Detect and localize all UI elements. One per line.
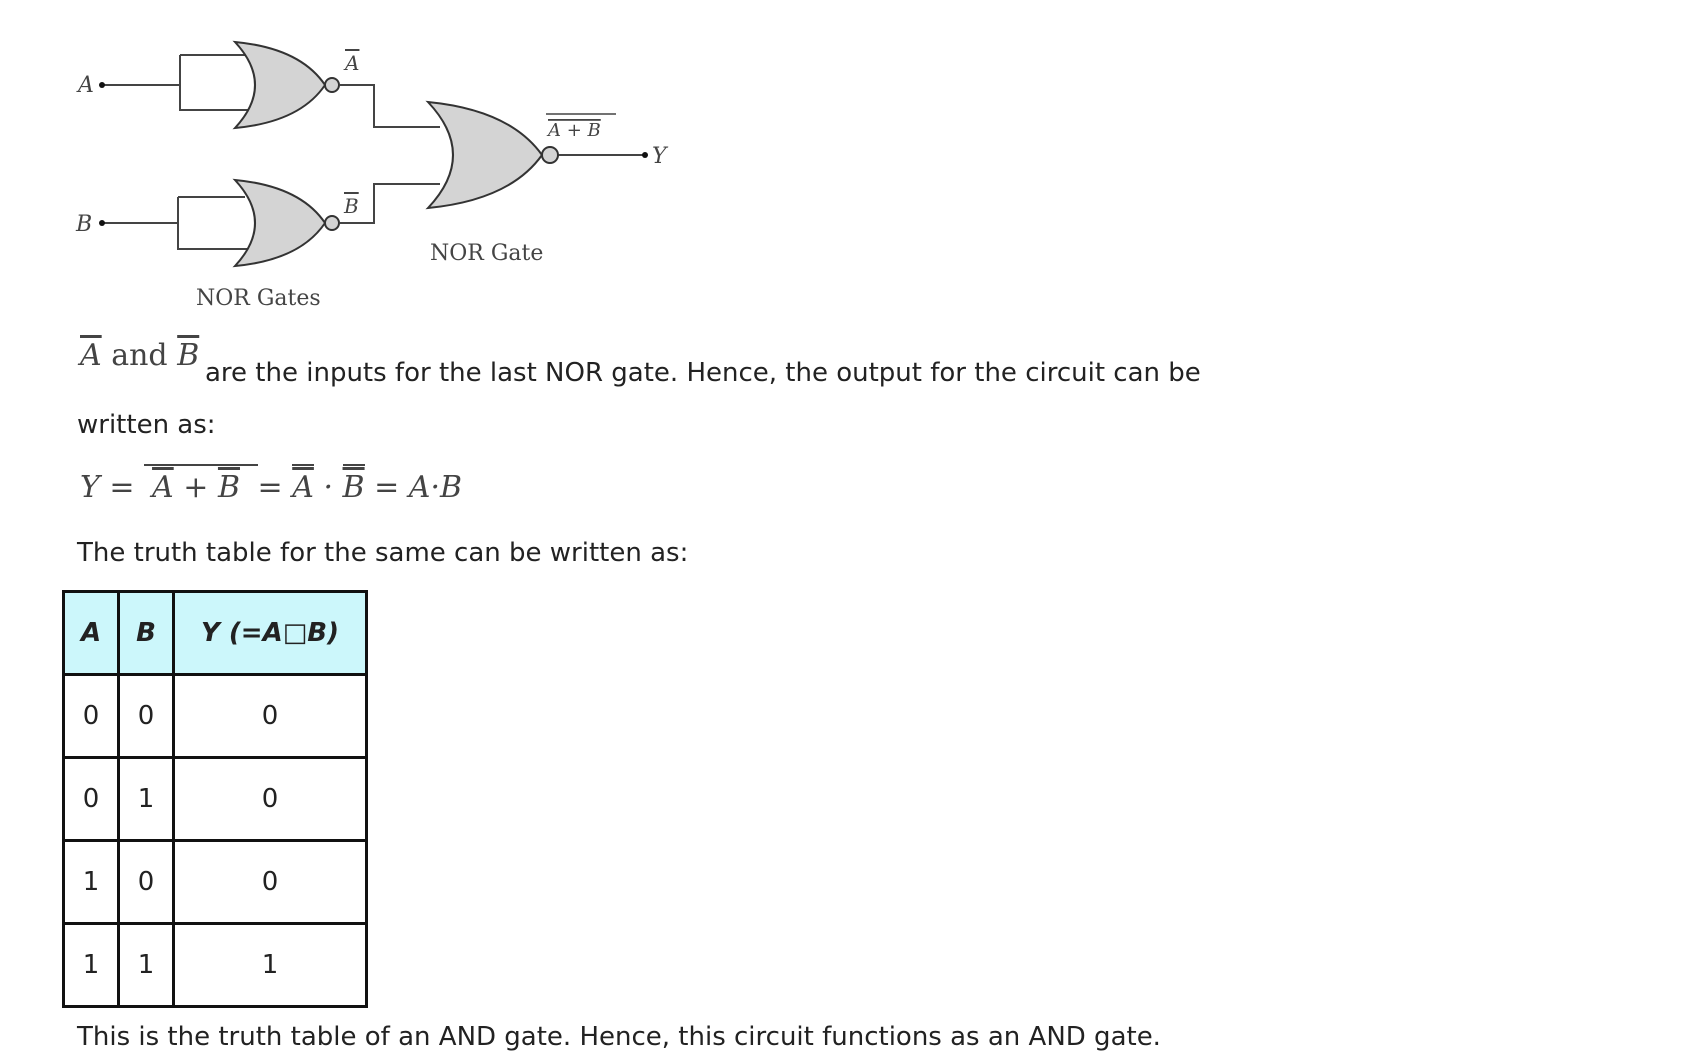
equation: Y = A + B = A · B = A·B bbox=[80, 464, 463, 505]
eq-b-bar: B bbox=[217, 470, 240, 505]
eq-a-double-bar: A bbox=[292, 464, 314, 505]
paragraph-line3: The truth table for the same can be writ… bbox=[77, 538, 689, 568]
a-bar-label: A bbox=[343, 51, 359, 75]
nor-gate-b bbox=[232, 178, 327, 268]
cell: 0 bbox=[172, 673, 368, 759]
a-bar: A bbox=[80, 338, 102, 373]
nor-gate-final bbox=[425, 100, 544, 210]
cell: 0 bbox=[172, 756, 368, 842]
table-row: 0 0 0 bbox=[62, 673, 368, 759]
output-y-label: Y bbox=[652, 144, 669, 169]
cell: 0 bbox=[62, 673, 120, 759]
nor-gate-a bbox=[232, 40, 327, 130]
b-bar: B bbox=[177, 338, 200, 373]
nor-gate-caption: NOR Gate bbox=[430, 241, 543, 266]
nor-circuit-diagram: A B Y A B A + B NOR Gate NOR Gates bbox=[75, 40, 669, 311]
cell: 0 bbox=[117, 673, 175, 759]
cell: 0 bbox=[62, 756, 120, 842]
conclusion: This is the truth table of an AND gate. … bbox=[77, 1022, 1161, 1052]
table-row: 0 1 0 bbox=[62, 756, 368, 842]
inputs-math: A and B bbox=[80, 338, 199, 373]
cell: 1 bbox=[117, 922, 175, 1008]
eq-b-double-bar: B bbox=[342, 464, 365, 505]
cell: 0 bbox=[172, 839, 368, 925]
cell: 1 bbox=[172, 922, 368, 1008]
eq-equals: = bbox=[257, 470, 283, 505]
truth-table: A B Y (=A□B) 0 0 0 0 1 0 1 0 0 1 1 1 bbox=[62, 590, 368, 1008]
header-y: Y (=A□B) bbox=[172, 590, 368, 676]
table-row: 1 0 0 bbox=[62, 839, 368, 925]
eq-y: Y = bbox=[80, 470, 135, 505]
eq-result: = A·B bbox=[374, 470, 463, 505]
sum-bar-label: A + B bbox=[546, 120, 601, 141]
cell: 1 bbox=[117, 756, 175, 842]
and-word: and bbox=[111, 338, 168, 373]
paragraph-line2: written as: bbox=[77, 410, 216, 440]
input-a-label: A bbox=[76, 73, 94, 98]
nor-gates-caption: NOR Gates bbox=[196, 286, 321, 311]
table-header-row: A B Y (=A□B) bbox=[62, 590, 368, 676]
paragraph-line1: are the inputs for the last NOR gate. He… bbox=[205, 358, 1201, 388]
cell: 1 bbox=[62, 922, 120, 1008]
header-a: A bbox=[62, 590, 120, 676]
header-b: B bbox=[117, 590, 175, 676]
table-row: 1 1 1 bbox=[62, 922, 368, 1008]
cell: 0 bbox=[117, 839, 175, 925]
eq-plus: + bbox=[183, 470, 209, 505]
eq-a-bar: A bbox=[152, 470, 174, 505]
input-b-label: B bbox=[75, 212, 92, 237]
eq-dot: · bbox=[323, 470, 333, 505]
b-bar-label: B bbox=[343, 194, 359, 218]
cell: 1 bbox=[62, 839, 120, 925]
